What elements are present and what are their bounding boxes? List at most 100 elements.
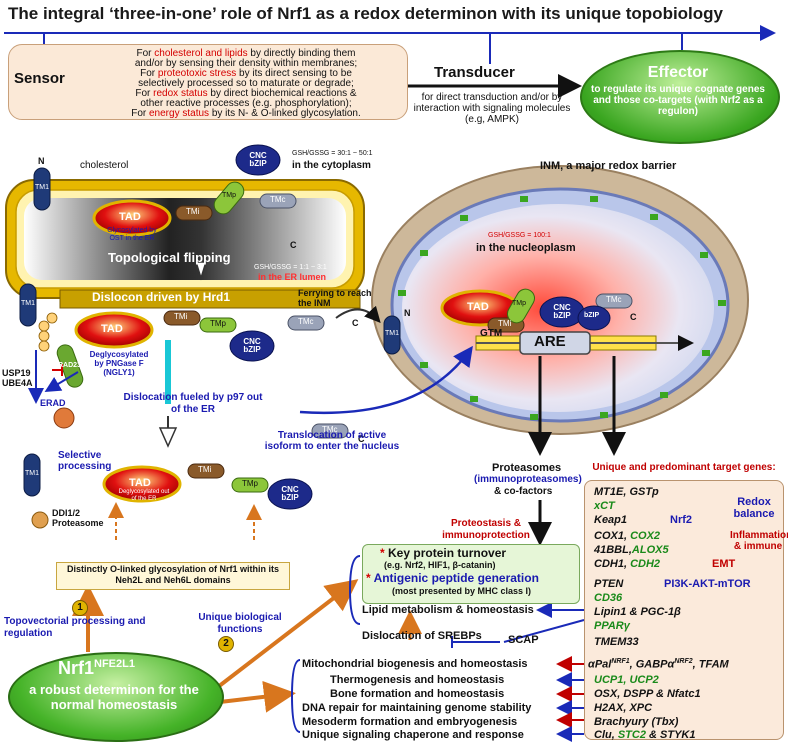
cnc-cyto-text: CNC bZIP — [243, 337, 261, 354]
tad-processed — [102, 465, 182, 503]
dislocation-p97-label: Dislocation fueled by p97 out of the ER — [123, 392, 263, 415]
gene-h2ax: H2AX, XPC — [594, 702, 653, 714]
n-terminus-er: N — [38, 156, 45, 166]
gsh-er-label: GSH/GSSG = 1:1 ~ 3:1 — [254, 264, 327, 271]
robust-determinon-label: a robust determinon for the normal homeo… — [29, 682, 199, 712]
gene-ppar: PPARγ — [594, 620, 630, 632]
tmp-er-text: TMp — [222, 192, 236, 199]
cytoplasm-label: in the cytoplasm — [292, 160, 371, 171]
bzip-nuc-text: bZIP — [584, 312, 600, 319]
usp19-label: USP19 — [2, 368, 31, 378]
ferrying-label: Ferrying to reach the INM — [298, 288, 372, 308]
nfe2l1-label: NFE2L1 — [94, 658, 135, 670]
gene-alox5: ALOX5 — [631, 544, 669, 556]
effector-label: Effector — [647, 64, 709, 81]
scap-label: SCAP — [508, 634, 539, 646]
gsh-nuc-label: GSH/GSSG = 100:1 — [488, 232, 551, 239]
tm1-nuc-text: TM1 — [385, 330, 399, 337]
transducer-desc: for direct transduction and/or by intera… — [413, 92, 571, 125]
cnc-processed-text: CNC bZIP — [281, 485, 299, 502]
gene-stc2: STC2 — [617, 729, 646, 741]
gene-brachyury: Brachyury (Tbx) — [594, 716, 679, 728]
tad-cyto — [74, 311, 154, 349]
tad-processed-text: TAD — [129, 477, 151, 489]
tm1-nuc — [383, 315, 401, 355]
sensor-line: For proteotoxic stress by its direct sen… — [140, 68, 352, 79]
o-glyco-box — [56, 562, 290, 590]
antigenic-sub: (most presented by MHC class I) — [392, 586, 532, 596]
gene-gabpa: , GABPα — [629, 658, 675, 671]
gene-ucp: UCP1, UCP2 — [594, 674, 659, 686]
topovectorial-label: Topovectorial processing and regulation — [4, 616, 146, 639]
cofactors-label: & co-factors — [494, 486, 553, 497]
ube4a-label: UBE4A — [2, 378, 33, 388]
gtm-label: GTM — [480, 328, 503, 339]
tm1-mid-text: TM1 — [21, 300, 35, 307]
tm1-low-text: TM1 — [25, 470, 39, 477]
pi3k-label: PI3K-AKT-mTOR — [664, 578, 751, 590]
tmp-cyto-text: TMp — [210, 319, 226, 328]
tad-cyto-text: TAD — [101, 323, 123, 335]
tmc-cyto-text: TMc — [298, 317, 314, 326]
emt-label: EMT — [712, 558, 736, 570]
function-thermo: Thermogenesis and homeostasis — [330, 674, 505, 686]
turnover-title: Key protein turnover — [388, 546, 507, 560]
tmp-nuc-text: TMp — [512, 300, 526, 307]
gene-osx: OSX, DSPP & Nfatc1 — [594, 688, 701, 700]
nucleoplasm-label: in the nucleoplasm — [476, 242, 576, 254]
proteostasis-label: Proteostasis & immunoprotection — [442, 518, 530, 541]
function-bone: Bone formation and homeostasis — [330, 688, 505, 700]
gene-cox2: COX2 — [630, 530, 661, 542]
c-terminus-cyto: C — [352, 318, 359, 328]
proteasome-icon — [31, 511, 49, 529]
function-dna: DNA repair for maintaining genome stabil… — [302, 702, 532, 714]
topological-flipping-label: Topological flipping — [108, 250, 231, 265]
deglyco-out-label: Deglycosylated out of the ER — [118, 489, 170, 502]
turnover-sub: (e.g. Nrf2, HIF1, β-catanin) — [384, 560, 496, 570]
selective-processing-label: Selective processing — [58, 450, 112, 472]
o-glyco-label: Distinctly O-linked glycosylation of Nrf… — [66, 564, 280, 585]
tmc-processed-text: TMc — [322, 425, 338, 434]
function-mito: Mitochondrial biogenesis and homeostasis — [302, 658, 528, 670]
step-1-badge: 1 — [72, 600, 88, 616]
gene-apal-sup: NRF1 — [611, 658, 630, 665]
unique-bio-label: Unique biological functions — [198, 612, 282, 635]
gene-tfam: , TFAM — [692, 658, 729, 671]
sensor-line: other reactive processes (e.g. phosphory… — [140, 98, 352, 109]
sensor-label: Sensor — [14, 70, 65, 87]
gene-tmem33: TMEM33 — [594, 636, 639, 648]
proteasome-label: Proteasome — [52, 518, 104, 528]
erad-label: ERAD — [40, 398, 66, 408]
tmc-nuc-text: TMc — [606, 295, 622, 304]
tm1-low — [23, 453, 41, 497]
function-signaling: Unique signaling chaperone and response — [302, 729, 524, 741]
glyco-ost-label: Glycosylated by OST in the ER — [107, 227, 157, 242]
c-terminus-er: C — [290, 240, 297, 250]
deglyco-label: Deglycosylated by PNGase F (NGLY1) — [89, 350, 149, 377]
gene-apal: αPal — [588, 658, 612, 671]
antigenic-title: Antigenic peptide generation — [373, 571, 539, 585]
function-mesoderm: Mesoderm formation and embryogenesis — [302, 716, 518, 728]
gene-cdh2: CDH2 — [630, 558, 661, 570]
gene-mt1e: MT1E, GSTp — [594, 486, 659, 498]
tmc-er-text: TMc — [270, 195, 286, 204]
function-lipid: Lipid metabolism & homeostasis — [362, 604, 534, 616]
translocation-label: Translocation of active isoform to enter… — [264, 430, 400, 452]
tad-er — [92, 199, 172, 237]
ddi-label: DDI1/2 — [52, 508, 81, 518]
gene-41bbl: 41BBL, — [594, 544, 632, 556]
erad-proteasome-icon — [53, 407, 75, 429]
are-element — [519, 331, 591, 355]
tad-er-text: TAD — [119, 211, 141, 223]
sensor-line: selectively processed so to maturate or … — [138, 78, 354, 89]
gene-styk1: & STYK1 — [645, 729, 696, 741]
cholesterol-label: cholesterol — [80, 160, 129, 171]
proteasomes-label: Proteasomes — [492, 462, 562, 474]
cnc-er-text: CNC bZIP — [249, 151, 267, 168]
dislocon-band — [59, 289, 361, 309]
tm1-top-text: TM1 — [35, 184, 49, 191]
tm1-top — [33, 167, 51, 211]
er-lumen-label: in the ER lumen — [258, 272, 327, 282]
nrf2-label: Nrf2 — [670, 514, 693, 526]
